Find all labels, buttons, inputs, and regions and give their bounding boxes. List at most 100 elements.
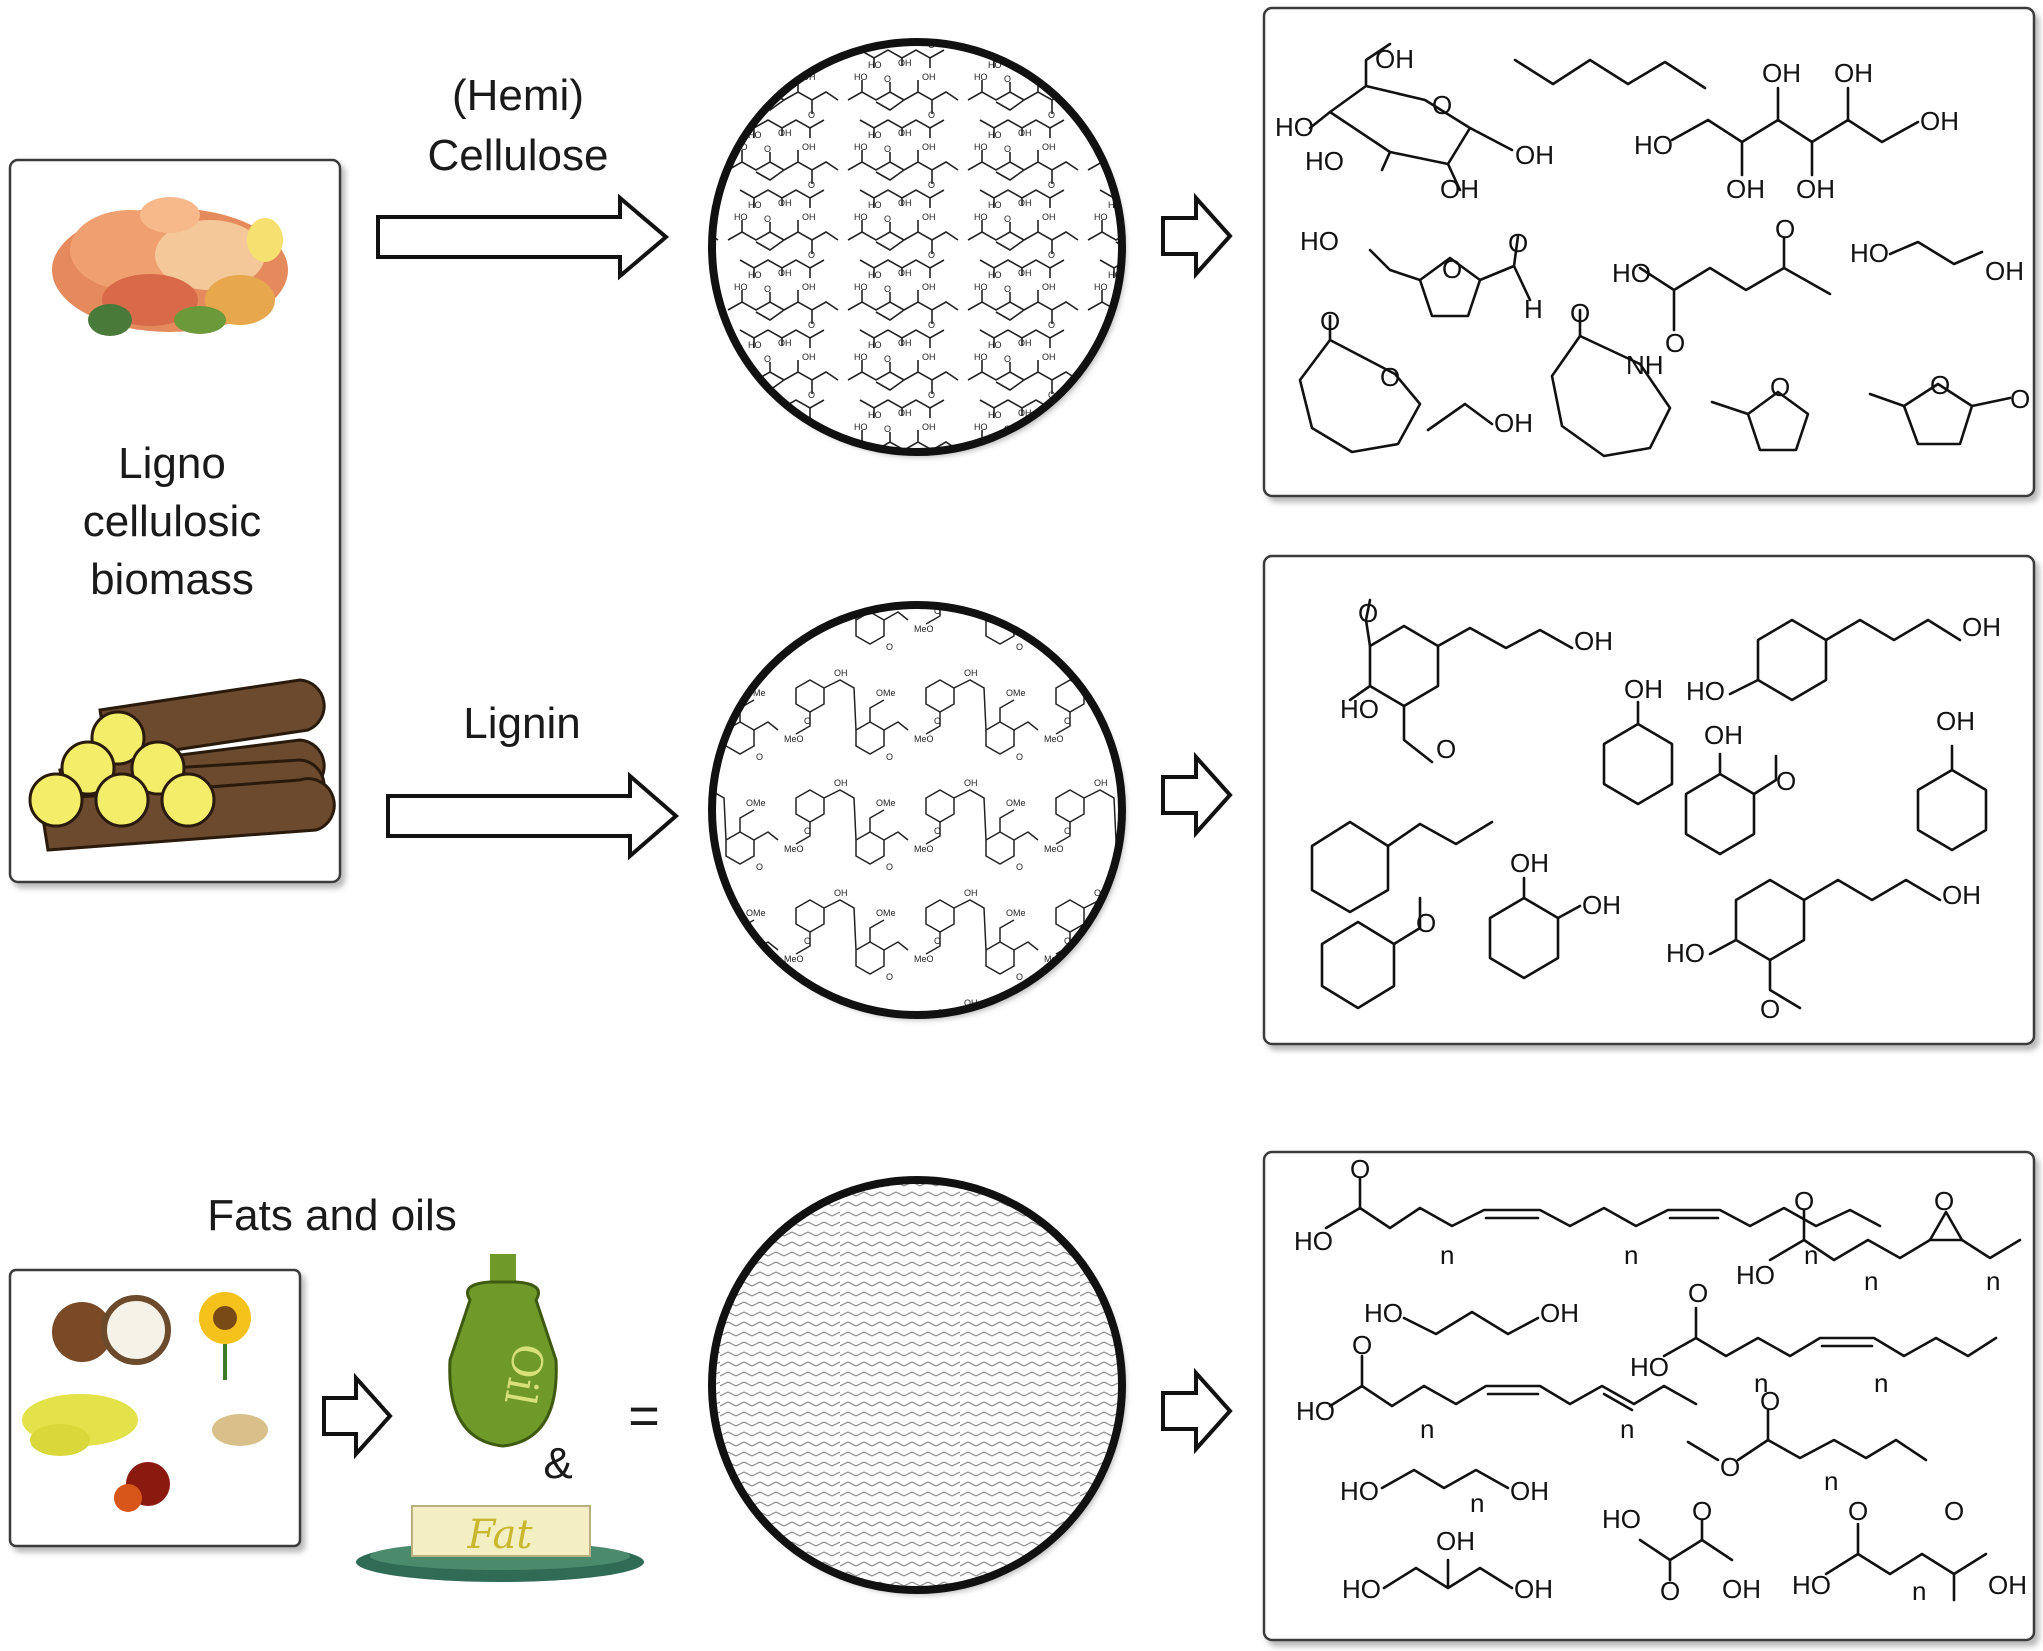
svg-text:HO: HO [1850,238,1889,268]
svg-text:n: n [1470,1488,1484,1518]
conjugated-acid-molecule: HO O n n [1296,1330,1698,1444]
svg-text:OH: OH [1624,674,1663,704]
catechol-molecule: OH OH [1488,848,1621,980]
svg-text:O: O [1442,254,1462,284]
svg-text:O: O [1380,362,1400,392]
svg-text:n: n [1986,1266,2000,1296]
svg-text:OH: OH [1920,106,1959,136]
svg-text:HO: HO [1364,1298,1403,1328]
svg-text:O: O [1320,306,1340,336]
svg-text:O: O [1934,1186,1954,1216]
svg-text:OH: OH [1722,1574,1761,1604]
svg-text:OH: OH [1510,848,1549,878]
sunflower-image [199,1292,251,1380]
arrow-to-cellulose-products [1161,192,1233,280]
coniferyl-alcohol-molecule: HO O OH [1666,878,1981,1024]
hemicellulose-label-line2: Cellulose [428,131,609,180]
svg-text:OH: OH [1375,44,1414,74]
oil-bottle-text: Oil [495,1340,554,1409]
propanediol-molecule: HO OH [1364,1298,1579,1336]
svg-text:O: O [1776,766,1796,796]
arrow-to-cellulose [376,193,670,281]
svg-text:HO: HO [1630,1352,1669,1382]
svg-text:n: n [1864,1266,1878,1296]
guaiacol-molecule: OH O [1684,720,1796,856]
ampersand-symbol: & [543,1439,572,1488]
svg-text:OH: OH [1834,58,1873,88]
svg-text:OH: OH [1514,1574,1553,1604]
svg-text:HO: HO [1666,938,1705,968]
svg-text:HO: HO [1340,694,1379,724]
phenol-molecule: OH [1602,674,1674,806]
svg-text:O: O [1770,372,1790,402]
svg-text:HO: HO [1342,1574,1381,1604]
svg-text:HO: HO [1792,1570,1831,1600]
ethanol-molecule: OH [1426,402,1533,438]
anisole-molecule: O [1320,896,1436,1010]
hmf-molecule: HO O O H [1300,226,1543,324]
svg-text:OH: OH [1510,1476,1549,1506]
svg-text:O: O [1794,1186,1814,1216]
svg-text:NH: NH [1626,350,1664,380]
ethylene-glycol-molecule: HO OH [1850,238,2024,286]
caprolactam-molecule: O NH [1550,298,1672,458]
soybeans-image [212,1414,268,1446]
ligno-label-line2: cellulosic [83,497,262,546]
lignin-products-panel: O HO O OH HO OH OH OH [1262,554,2036,1046]
caprolactone-molecule: O O [1298,306,1422,454]
lignocellulosic-panel: Ligno cellulosic biomass [8,158,342,884]
svg-text:OH: OH [1515,140,1554,170]
svg-text:OH: OH [1582,890,1621,920]
svg-text:n: n [1624,1240,1638,1270]
palm-fruit-image [114,1462,170,1512]
glycerol-molecule: HO OH OH [1342,1526,1553,1604]
rapeseed-image [22,1394,138,1456]
alkanediol-molecule: HO OH n [1340,1468,1549,1518]
svg-text:HO: HO [1296,1396,1335,1426]
ligno-label-line3: biomass [90,555,254,604]
svg-text:HO: HO [1612,258,1651,288]
coumaryl-alcohol-molecule: HO OH [1686,612,2001,706]
arrow-to-fat-products [1161,1367,1233,1455]
svg-text:OH: OH [1726,174,1765,204]
svg-text:OH: OH [1494,408,1533,438]
sinapyl-alcohol-molecule: O HO O OH [1340,598,1613,764]
svg-text:OH: OH [1540,1298,1579,1328]
svg-text:OH: OH [1942,880,1981,910]
lignin-structure-circle [708,601,1126,1019]
cellulose-structure-circle [708,38,1126,456]
svg-text:HO: HO [1736,1260,1775,1290]
svg-text:O: O [1416,908,1436,938]
svg-text:O: O [1508,228,1528,258]
svg-text:O: O [1358,598,1378,628]
svg-text:n: n [1420,1414,1434,1444]
svg-text:O: O [1930,370,1950,400]
oxalic-acid-molecule: HO O O OH [1602,1496,1761,1606]
hemicellulose-label-line1: (Hemi) [452,71,584,120]
fat-on-plate-image: Fat [356,1505,644,1582]
propylcyclohexane-molecule [1310,820,1494,914]
methyl-ester-molecule: O O n [1686,1386,1928,1496]
oil-seeds-panel [8,1268,302,1548]
svg-text:HO: HO [1275,112,1314,142]
svg-text:OH: OH [1762,58,1801,88]
cyclohexanol-molecule: OH [1916,706,1988,852]
svg-text:HO: HO [1294,1226,1333,1256]
fat-block-text: Fat [467,1512,534,1558]
valerolactone-molecule: O O [1868,370,2030,446]
monoenoic-acid-molecule: HO O n n [1630,1278,1998,1398]
svg-text:OH: OH [1796,174,1835,204]
oil-bottle-image: Oil [448,1254,558,1448]
svg-text:O: O [2010,384,2030,414]
svg-text:HO: HO [1686,676,1725,706]
svg-text:O: O [1775,214,1795,244]
svg-text:n: n [1754,1368,1768,1398]
svg-text:OH: OH [1936,706,1975,736]
svg-text:OH: OH [1440,174,1479,204]
svg-text:OH: OH [1704,720,1743,750]
svg-text:H: H [1524,294,1543,324]
svg-text:n: n [1620,1414,1634,1444]
svg-text:OH: OH [1962,612,2001,642]
svg-text:OH: OH [1436,1526,1475,1556]
dicarboxylic-acid-molecule: HO O O OH n [1792,1496,2027,1606]
